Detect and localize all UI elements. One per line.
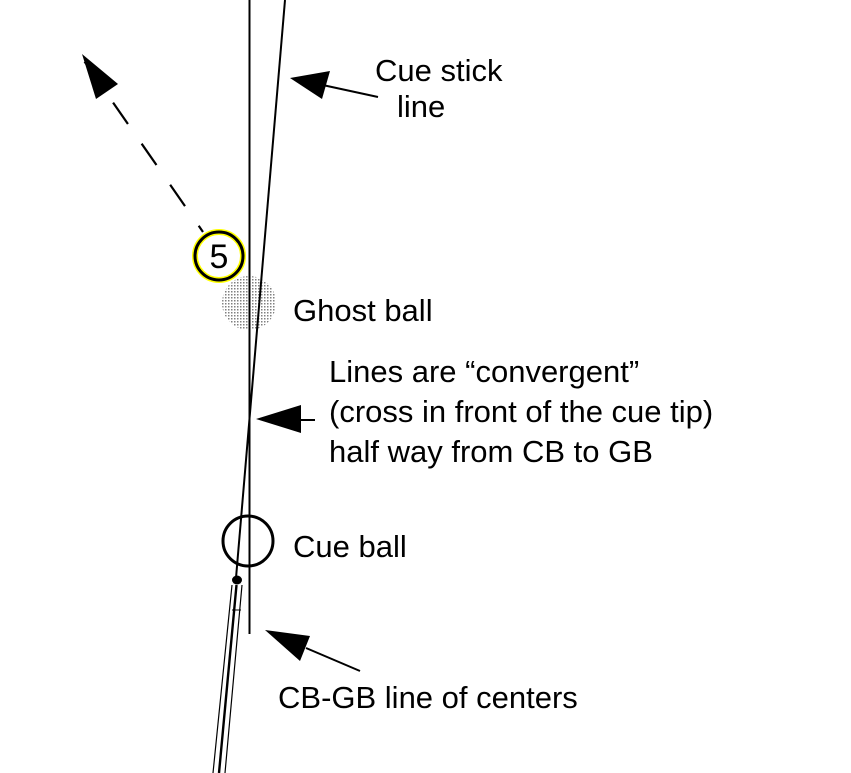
cue-stick xyxy=(212,584,243,773)
object-ball-number: 5 xyxy=(210,238,229,276)
label-convergent-3: half way from CB to GB xyxy=(329,434,653,469)
label-cue-ball: Cue ball xyxy=(293,529,407,564)
arrowhead-icon xyxy=(256,405,301,433)
pointer-convergence xyxy=(256,405,315,433)
object-ball-path xyxy=(79,54,204,233)
cue-shaft-right xyxy=(224,584,243,773)
pointer-shaft xyxy=(305,647,361,672)
pointer-line-of-centers xyxy=(265,630,361,672)
cue-shaft-center xyxy=(217,584,238,773)
cue-shaft-left xyxy=(212,584,233,773)
object-ball-outline xyxy=(193,230,245,282)
object-ball: 5 xyxy=(192,229,246,283)
label-cue-stick-line-1: Cue stick xyxy=(375,53,503,88)
cue-tip xyxy=(232,575,242,585)
dashed-path-line xyxy=(79,54,204,233)
arrowhead-icon xyxy=(265,630,310,661)
pointer-cue-stick-line xyxy=(290,71,379,99)
label-convergent-2: (cross in front of the cue tip) xyxy=(329,394,713,429)
label-ghost-ball: Ghost ball xyxy=(293,293,433,328)
arrowhead-icon xyxy=(290,71,330,99)
label-line-of-centers: CB-GB line of centers xyxy=(278,680,578,715)
label-cue-stick-line-2: line xyxy=(397,89,445,124)
label-convergent-1: Lines are “convergent” xyxy=(329,354,639,389)
pointer-shaft xyxy=(317,83,379,98)
cue-stick-line xyxy=(235,0,286,579)
cue-ball xyxy=(221,514,275,568)
path-arrowhead-icon xyxy=(82,54,118,99)
